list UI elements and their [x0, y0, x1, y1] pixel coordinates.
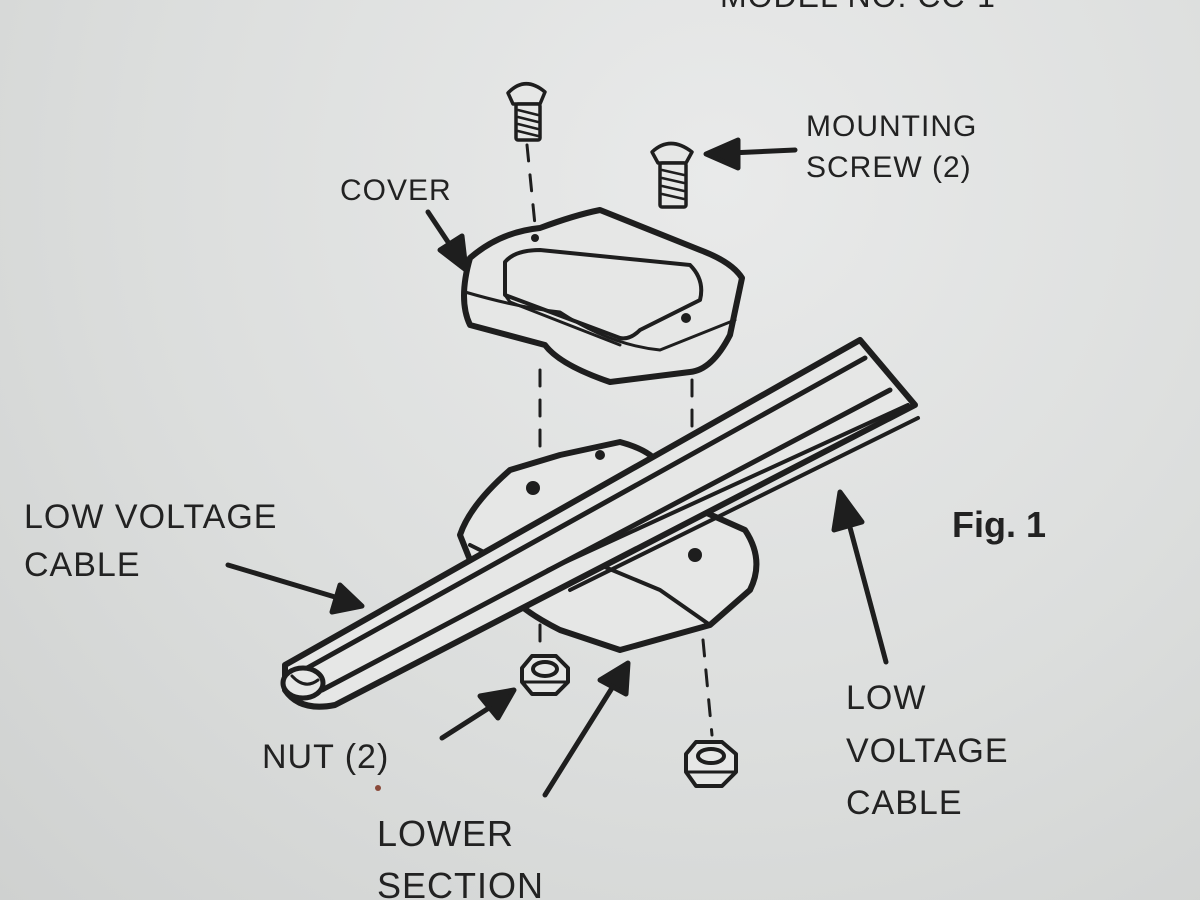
- cover-part: [461, 207, 745, 385]
- mounting-screw-2: [650, 141, 694, 209]
- leader-arrows: [225, 137, 889, 798]
- nut-1: [520, 654, 570, 696]
- assembly-guide-lines: [525, 143, 714, 737]
- mounting-screw-1: [506, 82, 547, 142]
- nut-label: NUT (2): [262, 738, 390, 776]
- model-number-header: MODEL NO: CC-1: [720, 0, 996, 20]
- figure-label: Fig. 1: [952, 504, 1047, 545]
- cover-label: COVER: [340, 174, 452, 207]
- lower-section-label: LOWER SECTION: [377, 813, 545, 900]
- low-voltage-cable: [280, 337, 920, 710]
- nut-2: [684, 740, 738, 788]
- mounting-screw-label: MOUNTING SCREW (2): [806, 110, 978, 184]
- low-voltage-cable-left-label: LOW VOLTAGE CABLE: [24, 498, 278, 584]
- low-voltage-cable-right-label: LOW VOLTAGE CABLE: [846, 679, 1009, 823]
- ink-speck: [375, 785, 381, 791]
